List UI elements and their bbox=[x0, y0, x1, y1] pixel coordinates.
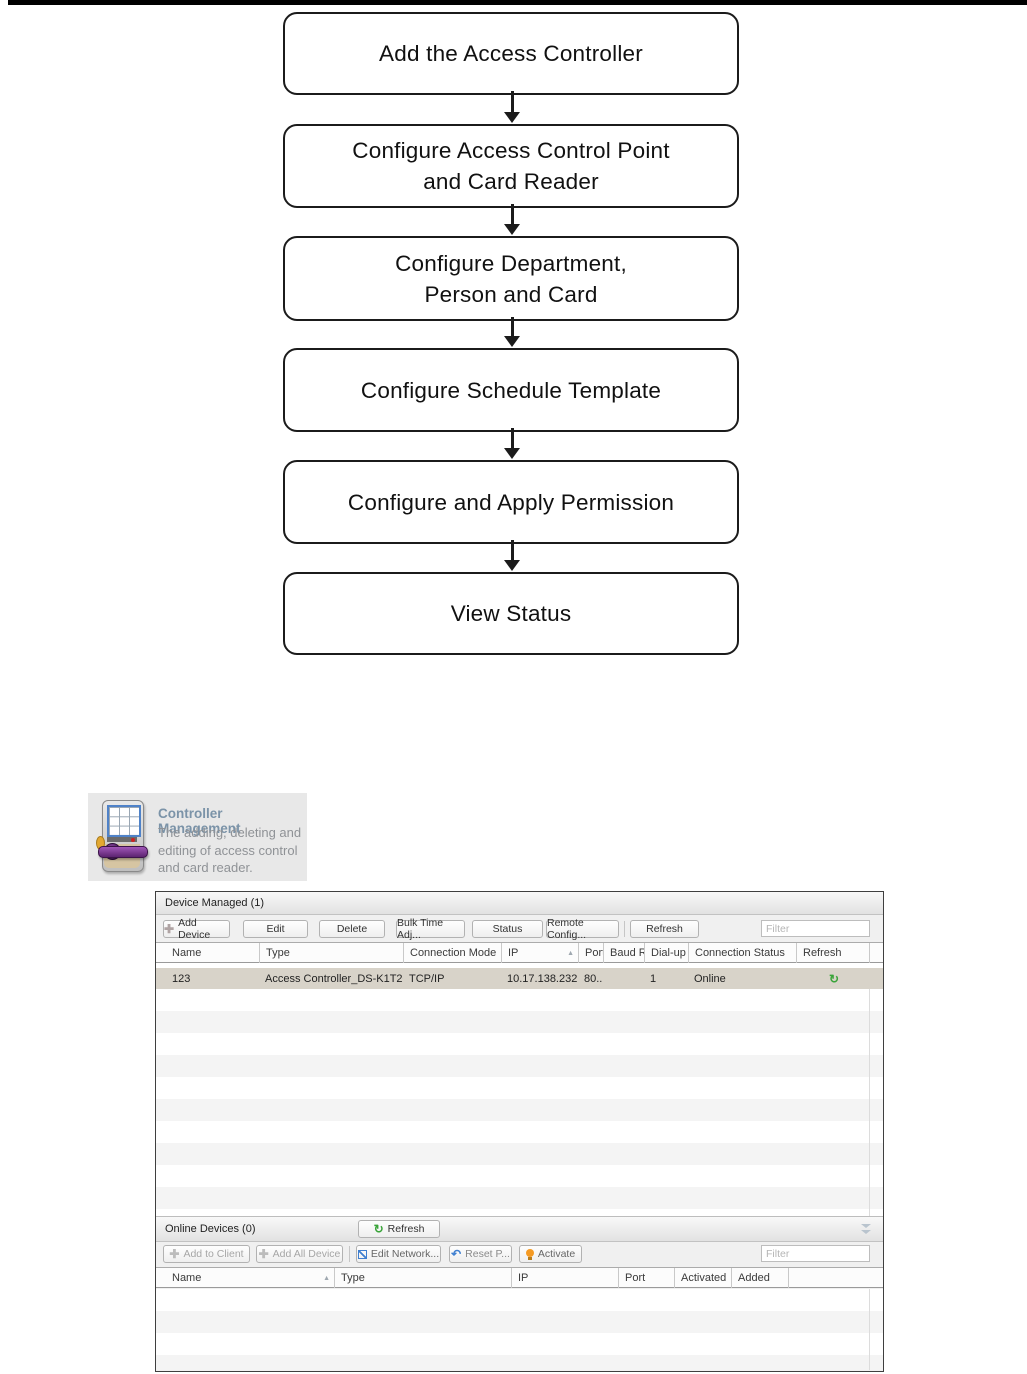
cell-dial-up: 1 bbox=[650, 972, 657, 985]
device-table-empty-rows bbox=[156, 989, 883, 1216]
module-title: Controller Management bbox=[158, 806, 241, 836]
toolbar-separator bbox=[349, 1246, 350, 1262]
flow-arrow-icon bbox=[503, 91, 521, 123]
plus-icon: ✚ bbox=[258, 1247, 269, 1261]
page-top-rule bbox=[8, 0, 1027, 5]
device-filter-input[interactable] bbox=[761, 920, 870, 937]
plus-icon: ✚ bbox=[164, 922, 175, 936]
cell-connection-status: Online bbox=[694, 972, 726, 985]
flow-step-add-controller: Add the Access Controller bbox=[283, 12, 739, 95]
column-divider bbox=[788, 1268, 789, 1288]
col-header-baud-rate[interactable]: Baud Rate bbox=[603, 943, 644, 963]
col-header-ip[interactable]: IP▲ bbox=[501, 943, 578, 963]
device-managed-header-bar: Device Managed (1) bbox=[156, 892, 883, 915]
device-table-header: Name Type Connection Mode IP▲ Port Baud … bbox=[156, 942, 883, 963]
flow-step-configure-acp: Configure Access Control Point and Card … bbox=[283, 124, 739, 208]
column-divider bbox=[869, 1289, 870, 1370]
module-description: The adding, deleting and editing of acce… bbox=[158, 825, 302, 875]
cell-ip: 10.17.138.232 bbox=[507, 972, 578, 985]
col-header-name[interactable]: Name▲ bbox=[172, 1272, 330, 1284]
online-refresh-button[interactable]: ↻ Refresh bbox=[358, 1220, 440, 1238]
online-filter-input[interactable] bbox=[761, 1245, 870, 1262]
flow-step-configure-permission: Configure and Apply Permission bbox=[283, 460, 739, 544]
reset-password-button[interactable]: ↶Reset P... bbox=[449, 1245, 512, 1263]
online-table-empty-rows bbox=[156, 1289, 883, 1370]
remote-config-button[interactable]: Remote Config... bbox=[546, 917, 619, 941]
flow-arrow-icon bbox=[503, 428, 521, 459]
sort-asc-icon: ▲ bbox=[567, 949, 574, 957]
collapse-chevron-icon[interactable] bbox=[861, 1224, 871, 1236]
controller-management-window: Device Managed (1) ✚Add Device Edit Dele… bbox=[155, 891, 884, 1372]
device-managed-toolbar: ✚Add Device Edit Delete Bulk Time Adj...… bbox=[156, 915, 883, 942]
controller-management-tile[interactable]: Controller Management The adding, deleti… bbox=[88, 793, 307, 881]
online-devices-toolbar: ✚Add to Client ✚Add All Device Edit Netw… bbox=[156, 1242, 883, 1267]
bulk-time-adj-button[interactable]: Bulk Time Adj... bbox=[396, 917, 465, 941]
column-divider bbox=[869, 989, 870, 1216]
col-header-connection-mode[interactable]: Connection Mode bbox=[403, 943, 501, 963]
col-header-port[interactable]: Port bbox=[618, 1268, 674, 1288]
online-table-header: Name▲ Type IP Port Activated Added bbox=[156, 1267, 883, 1288]
add-all-device-button[interactable]: ✚Add All Device bbox=[256, 1245, 343, 1263]
device-table-list: 123 Access Controller_DS-K1T200E... TCP/… bbox=[156, 963, 883, 989]
column-divider bbox=[869, 943, 870, 963]
reset-arrow-icon: ↶ bbox=[451, 1247, 462, 1261]
activate-bulb-icon bbox=[525, 1248, 534, 1260]
edit-network-icon bbox=[357, 1249, 367, 1259]
edit-network-button[interactable]: Edit Network... bbox=[356, 1245, 441, 1263]
flow-arrow-icon bbox=[503, 540, 521, 571]
col-header-type[interactable]: Type bbox=[334, 1268, 511, 1288]
add-device-button[interactable]: ✚Add Device bbox=[163, 917, 230, 941]
col-header-added[interactable]: Added bbox=[731, 1268, 788, 1288]
online-devices-header-bar: Online Devices (0) ↻ Refresh bbox=[156, 1216, 883, 1242]
add-to-client-button[interactable]: ✚Add to Client bbox=[163, 1245, 250, 1263]
flow-arrow-icon bbox=[503, 204, 521, 235]
col-header-ip[interactable]: IP bbox=[511, 1268, 618, 1288]
sort-asc-icon: ▲ bbox=[323, 1274, 330, 1282]
flow-arrow-icon bbox=[503, 317, 521, 347]
toolbar-separator bbox=[624, 921, 625, 937]
col-header-name[interactable]: Name bbox=[172, 947, 202, 959]
delete-button[interactable]: Delete bbox=[319, 920, 385, 938]
row-refresh-cell: ↻ bbox=[801, 968, 861, 989]
plus-icon: ✚ bbox=[169, 1247, 180, 1261]
col-header-type[interactable]: Type bbox=[259, 943, 403, 963]
col-header-dial-up[interactable]: Dial-up bbox=[644, 943, 688, 963]
cell-connection-mode: TCP/IP bbox=[409, 972, 445, 985]
col-header-refresh[interactable]: Refresh bbox=[796, 943, 869, 963]
cell-baud-rate bbox=[603, 968, 644, 989]
refresh-button[interactable]: Refresh bbox=[630, 920, 699, 938]
flow-step-view-status: View Status bbox=[283, 572, 739, 655]
col-header-activated[interactable]: Activated bbox=[674, 1268, 731, 1288]
status-button[interactable]: Status bbox=[472, 920, 543, 938]
edit-button[interactable]: Edit bbox=[243, 920, 308, 938]
flow-step-configure-department: Configure Department, Person and Card bbox=[283, 236, 739, 321]
col-header-connection-status[interactable]: Connection Status bbox=[688, 943, 796, 963]
flow-step-configure-schedule: Configure Schedule Template bbox=[283, 348, 739, 432]
activate-button[interactable]: Activate bbox=[519, 1245, 582, 1263]
cell-port: 80... bbox=[584, 972, 603, 985]
device-managed-title: Device Managed (1) bbox=[165, 897, 265, 909]
cell-type: Access Controller_DS-K1T200E... bbox=[265, 972, 403, 985]
col-header-port[interactable]: Port bbox=[578, 943, 603, 963]
table-row[interactable]: 123 Access Controller_DS-K1T200E... TCP/… bbox=[156, 968, 883, 989]
online-devices-title: Online Devices (0) bbox=[165, 1223, 256, 1235]
refresh-icon: ↻ bbox=[373, 1222, 384, 1236]
cell-name: 123 bbox=[172, 972, 191, 985]
refresh-icon[interactable]: ↻ bbox=[828, 971, 840, 986]
access-controller-device-icon bbox=[96, 800, 151, 875]
